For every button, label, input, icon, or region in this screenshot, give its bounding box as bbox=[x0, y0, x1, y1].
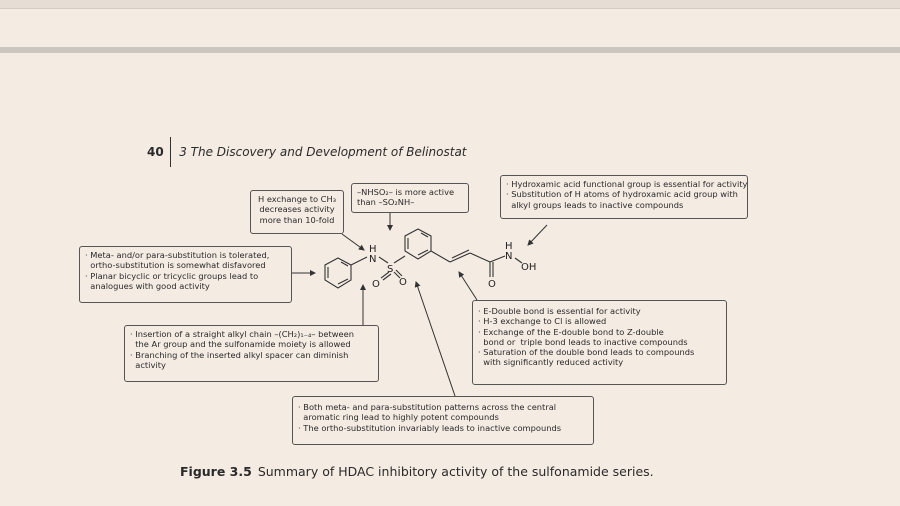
molecule-bonds bbox=[324, 228, 523, 289]
atom-n: N bbox=[505, 251, 512, 262]
figure-label: Figure 3.5 bbox=[180, 464, 252, 479]
annotation-line: · Planar bicyclic or tricyclic groups le… bbox=[85, 270, 259, 281]
annotation-line: ortho-substitution is somewhat disfavore… bbox=[85, 260, 266, 271]
atom-n: N bbox=[369, 254, 376, 265]
annotation-meta-para: · Meta- and/or para-substitution is tole… bbox=[79, 246, 292, 303]
annotation-line: more than 10-fold bbox=[259, 214, 335, 225]
annotation-line: than –SO₂NH– bbox=[357, 197, 415, 208]
annotation-line: · E-Double bond is essential for activit… bbox=[478, 306, 641, 316]
annotation-line: · H-3 exchange to Cl is allowed bbox=[478, 316, 607, 327]
atom-o: O bbox=[399, 277, 407, 288]
annotation-line: alkyl groups leads to inactive compounds bbox=[506, 199, 684, 210]
annotation-line: · Branching of the inserted alkyl spacer… bbox=[130, 349, 349, 360]
annotation-line: · Meta- and/or para-substitution is tole… bbox=[85, 250, 270, 260]
annotation-line: activity bbox=[130, 359, 166, 370]
annotation-line: · The ortho-substitution invariably lead… bbox=[298, 422, 562, 433]
annotation-line: · Exchange of the E-double bond to Z-dou… bbox=[478, 326, 664, 337]
annotation-nhso2: –NHSO₂– is more active than –SO₂NH– bbox=[351, 183, 469, 213]
atom-o: O bbox=[488, 279, 496, 290]
annotation-double-bond: · E-Double bond is essential for activit… bbox=[472, 300, 727, 385]
chapter-title: 3 The Discovery and Development of Belin… bbox=[179, 145, 467, 159]
atom-oh: OH bbox=[521, 262, 536, 273]
caption-text: Summary of HDAC inhibitory activity of t… bbox=[257, 464, 654, 479]
annotation-line: aromatic ring lead to highly potent comp… bbox=[298, 412, 499, 423]
annotation-line: H exchange to CH₃ bbox=[257, 194, 337, 204]
annotation-line: analogues with good activity bbox=[85, 280, 210, 291]
annotation-h-exchange: H exchange to CH₃ decreases activity mor… bbox=[250, 190, 344, 234]
annotation-line: bond or triple bond leads to inactive co… bbox=[478, 336, 688, 347]
atom-s: S bbox=[387, 264, 393, 275]
annotation-line: · Insertion of a straight alkyl chain –(… bbox=[130, 329, 355, 339]
annotation-line: with significantly reduced activity bbox=[478, 357, 624, 368]
annotation-line: –NHSO₂– is more active bbox=[357, 187, 455, 197]
annotation-line: decreases activity bbox=[259, 204, 335, 215]
annotation-line: · Hydroxamic acid functional group is es… bbox=[506, 179, 748, 189]
annotation-line: · Both meta- and para-substitution patte… bbox=[298, 402, 557, 412]
annotation-line: · Substitution of H atoms of hydroxamic … bbox=[506, 189, 738, 200]
molecule-atoms: H N S O O H N OH O bbox=[369, 241, 536, 290]
atom-h: H bbox=[369, 244, 377, 255]
header-divider bbox=[169, 137, 172, 167]
annotation-central-ring: · Both meta- and para-substitution patte… bbox=[292, 396, 594, 445]
top-band bbox=[0, 0, 900, 9]
annotation-insertion: · Insertion of a straight alkyl chain –(… bbox=[124, 325, 379, 382]
annotation-line: the Ar group and the sulfonamide moiety … bbox=[130, 339, 351, 350]
figure-caption: Figure 3.5 Summary of HDAC inhibitory act… bbox=[180, 464, 654, 479]
atom-o: O bbox=[372, 279, 380, 290]
running-header: 40 3 The Discovery and Development of Be… bbox=[147, 137, 467, 167]
atom-h: H bbox=[505, 241, 513, 252]
annotation-arrows bbox=[292, 213, 548, 397]
page-separator bbox=[0, 47, 900, 53]
annotation-line: · Saturation of the double bond leads to… bbox=[478, 347, 695, 358]
annotation-hydroxamic: · Hydroxamic acid functional group is es… bbox=[500, 175, 748, 219]
page-number: 40 bbox=[147, 145, 164, 159]
